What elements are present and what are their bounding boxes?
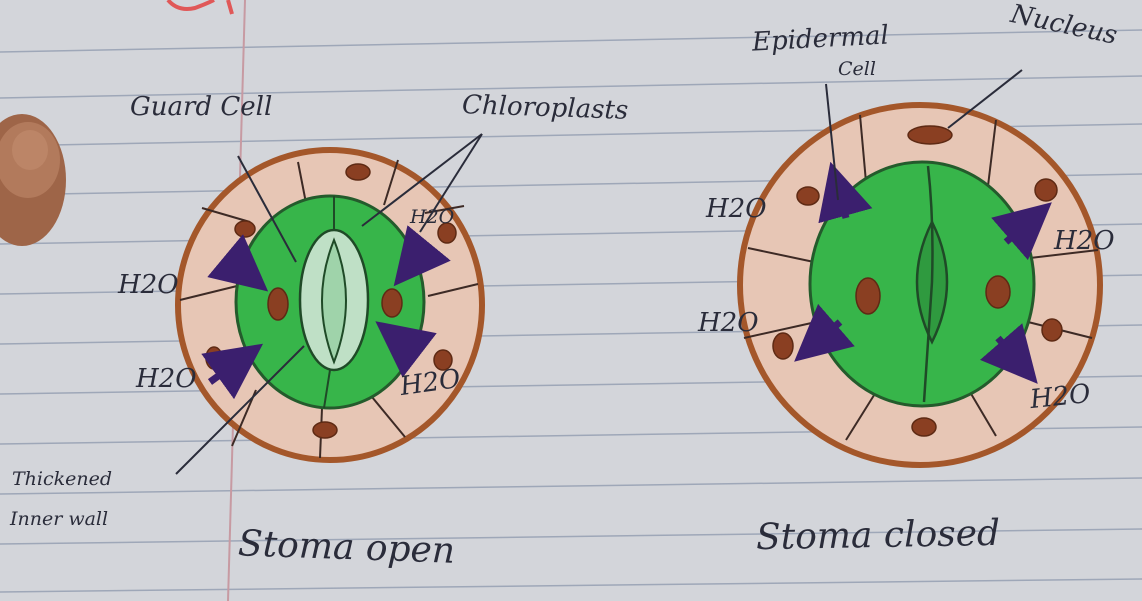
stoma-open-caption: Stoma open	[237, 526, 455, 570]
epidermal-label: Epidermal	[751, 22, 889, 55]
water-label-closed-right-bottom: H2O	[1029, 381, 1092, 413]
guard-cell-label: Guard Cell	[130, 94, 272, 120]
water-label-open-right-top: H2O	[410, 208, 454, 227]
chloroplasts-label: Chloroplasts	[462, 92, 629, 124]
inner-wall-label: Inner wall	[10, 510, 108, 529]
water-label-closed-left-top: H2O	[706, 196, 767, 222]
epidermal-cell-label: Cell	[838, 60, 876, 79]
water-label-closed-right-top: H2O	[1054, 228, 1115, 254]
water-label-closed-left-bottom: H2O	[698, 310, 759, 336]
stoma-open-diagram	[178, 150, 482, 460]
stoma-closed-caption: Stoma closed	[756, 516, 1001, 556]
thickened-label: Thickened	[12, 470, 112, 489]
water-label-open-left-top: H2O	[118, 272, 179, 298]
water-label-open-left-bottom: H2O	[136, 366, 197, 392]
water-label-open-right-bottom: H2O	[398, 366, 462, 400]
